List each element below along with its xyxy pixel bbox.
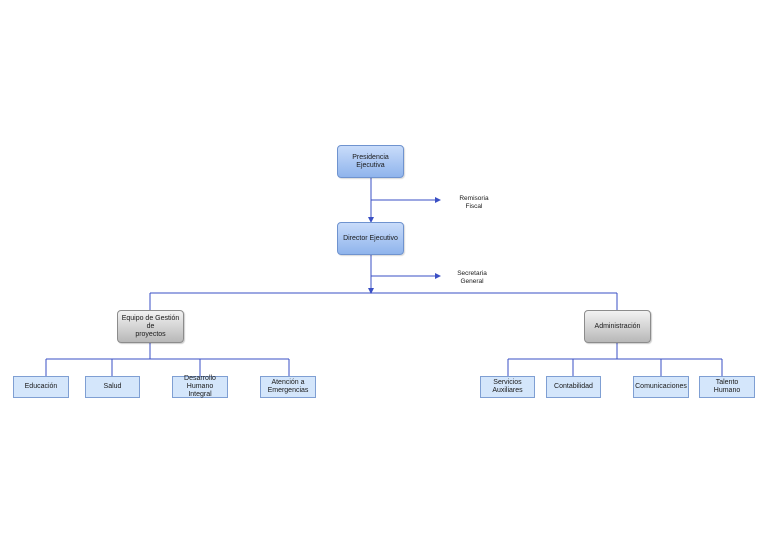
node-desarrollo-label: Desarrollo Humano Integral bbox=[184, 375, 216, 398]
node-atencion-label: Atención a Emergencias bbox=[267, 379, 309, 394]
node-servicios-label: Servicios Auxiliares bbox=[492, 379, 523, 394]
node-administracion-label: Administración bbox=[594, 322, 641, 330]
node-educacion-label: Educación bbox=[24, 383, 58, 390]
node-desarrollo-humano[interactable]: Desarrollo Humano Integral bbox=[172, 375, 228, 398]
node-salud[interactable]: Salud bbox=[85, 376, 140, 398]
node-director-label: Director Ejecutivo bbox=[343, 234, 398, 242]
node-administracion[interactable]: Administración bbox=[584, 310, 651, 343]
node-talento-label: Talento Humano bbox=[713, 379, 741, 394]
node-educacion[interactable]: Educación bbox=[13, 376, 69, 398]
node-salud-label: Salud bbox=[103, 383, 122, 390]
node-director-ejecutivo[interactable]: Director Ejecutivo bbox=[337, 222, 404, 255]
node-contabilidad[interactable]: Contabilidad bbox=[546, 376, 601, 398]
node-servicios-auxiliares[interactable]: Servicios Auxiliares bbox=[480, 376, 535, 398]
node-comunicaciones-label: Comunicaciones bbox=[635, 383, 687, 390]
node-equipo-label: Equipo de Gestión de proyectos bbox=[121, 314, 180, 338]
node-comunicaciones[interactable]: Comunicaciones bbox=[633, 376, 689, 398]
node-contabilidad-label: Contabilidad bbox=[554, 383, 593, 390]
label-secretaria-general: Secretaria General bbox=[457, 270, 487, 285]
node-presidencia-label: Presidencia Ejecutiva bbox=[352, 153, 389, 169]
node-talento-humano[interactable]: Talento Humano bbox=[699, 376, 755, 398]
node-equipo-gestion-proyectos[interactable]: Equipo de Gestión de proyectos bbox=[117, 310, 184, 343]
label-remisoria-fiscal: Remisoria Fiscal bbox=[459, 195, 489, 210]
node-atencion-emergencias[interactable]: Atención a Emergencias bbox=[260, 376, 316, 398]
node-presidencia-ejecutiva[interactable]: Presidencia Ejecutiva bbox=[337, 145, 404, 178]
